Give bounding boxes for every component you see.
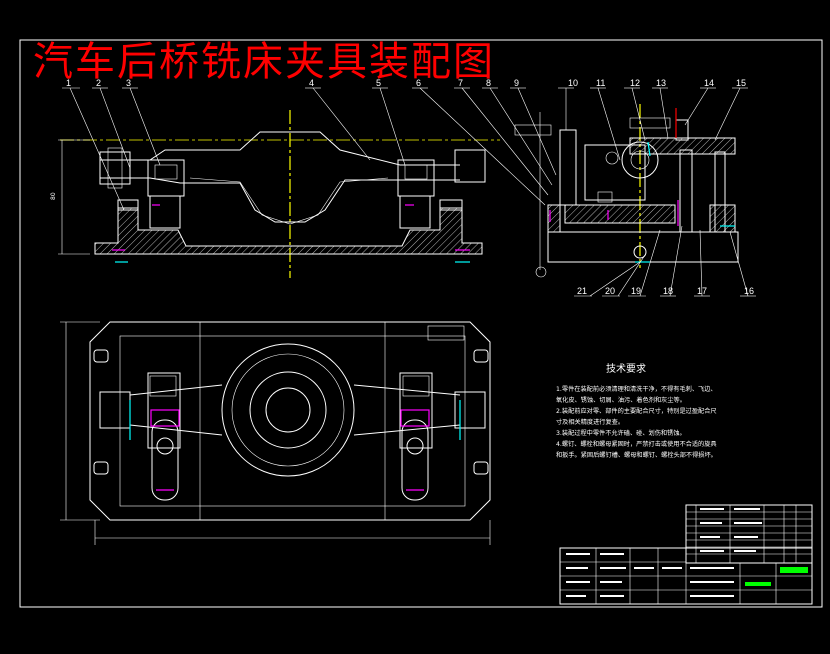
part-label-12: 12 (630, 78, 640, 88)
parts-list (685, 504, 813, 564)
tech-heading: 技术要求 (606, 362, 646, 375)
part-label-20: 20 (605, 286, 615, 296)
tech-line-4: 寸及相关精度进行复查。 (556, 418, 624, 426)
part-label-16: 16 (744, 286, 754, 296)
part-label-15: 15 (736, 78, 746, 88)
part-label-18: 18 (663, 286, 673, 296)
tech-line-5: 3.装配过程中零件不允许磕、碰、划伤和锈蚀。 (556, 429, 686, 437)
tech-line-3: 2.装配前应对零、部件的主要配合尺寸，特别是过盈配合尺 (556, 407, 717, 415)
tech-line-1: 1.零件在装配前必须清理和清洗干净，不得有毛刺、飞边、 (556, 385, 717, 393)
part-label-4: 4 (309, 78, 314, 88)
tech-line-2: 氧化皮、锈蚀、切屑、油污、着色剂和灰尘等。 (556, 396, 686, 404)
part-label-13: 13 (656, 78, 666, 88)
part-label-8: 8 (486, 78, 491, 88)
part-label-2: 2 (96, 78, 101, 88)
part-label-5: 5 (376, 78, 381, 88)
part-label-11: 11 (596, 78, 605, 88)
part-label-7: 7 (458, 78, 463, 88)
part-label-3: 3 (126, 78, 131, 88)
part-label-19: 19 (631, 286, 641, 296)
svg-text:80: 80 (50, 192, 57, 200)
part-label-17: 17 (697, 286, 707, 296)
side-view: 10 11 12 13 14 15 21 20 19 18 17 16 (514, 78, 756, 297)
top-view (60, 321, 491, 545)
title-block (559, 547, 813, 605)
part-label-6: 6 (416, 78, 421, 88)
part-label-14: 14 (704, 78, 714, 88)
drawing-title: 汽车后桥铣床夹具装配图 (33, 39, 495, 85)
front-view: 80 1 2 3 4 5 6 7 8 9 (50, 78, 557, 278)
tech-line-7: 和扳手。紧固后螺钉槽、螺母和螺钉、螺栓头部不得损坏。 (556, 451, 717, 459)
part-label-9: 9 (514, 78, 519, 88)
part-label-21: 21 (577, 286, 587, 296)
technical-requirements: 技术要求 1.零件在装配前必须清理和清洗干净，不得有毛刺、飞边、 氧化皮、锈蚀、… (556, 362, 717, 459)
drawing-border (19, 39, 823, 608)
tech-line-6: 4.螺钉、螺栓和螺母紧固时，严禁打击或使用不合适的旋具 (556, 440, 717, 448)
part-label-1: 1 (66, 78, 71, 88)
part-label-10: 10 (568, 78, 578, 88)
